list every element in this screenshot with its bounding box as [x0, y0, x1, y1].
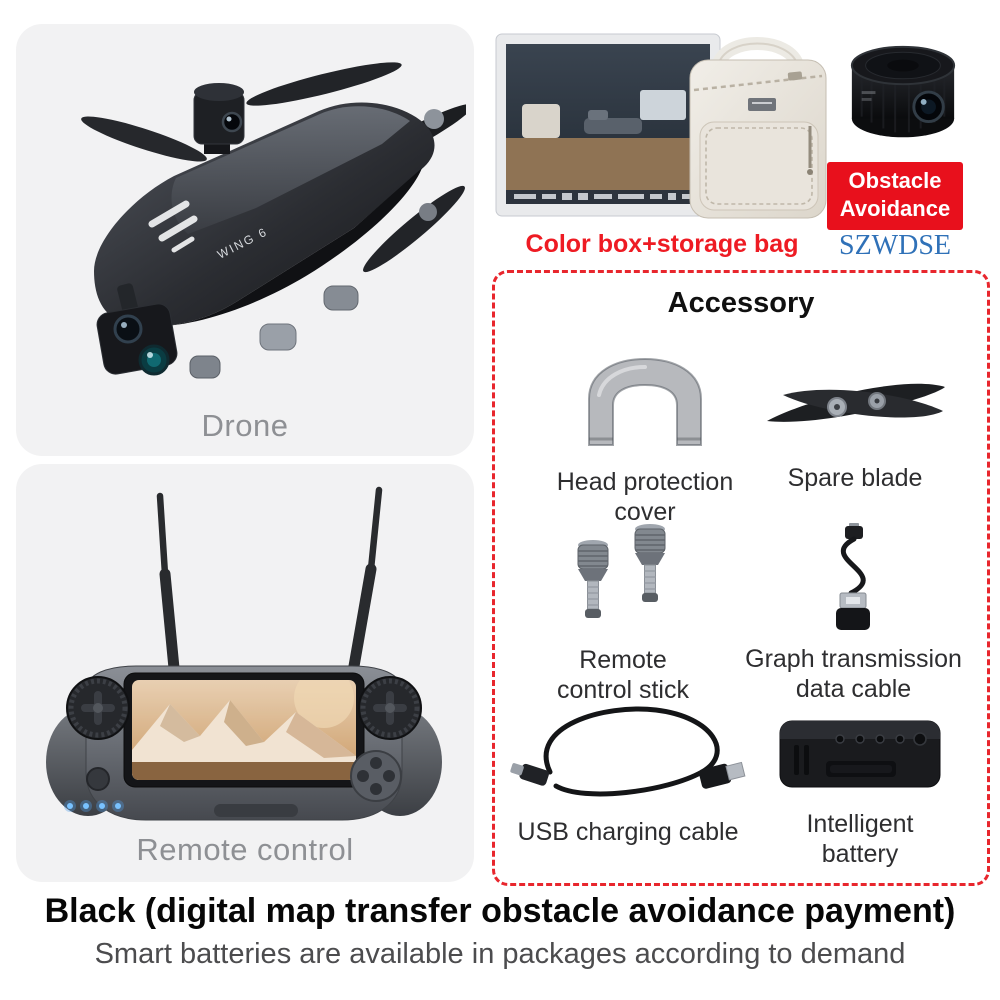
obstacle-avoidance-module-photo — [850, 45, 956, 138]
accessory-label: Head protection cover — [556, 468, 734, 526]
drone-photo: WING 6 — [81, 62, 466, 379]
accessory-item-battery: Intelligent battery — [760, 695, 960, 869]
remote-screen — [132, 680, 356, 780]
obstacle-avoidance-badge: Obstacle Avoidance — [827, 162, 963, 231]
accessory-item-spare-blade: Spare blade — [750, 359, 960, 494]
remote-control-caption: Remote control — [136, 832, 354, 867]
accessory-label: Spare blade — [787, 464, 923, 492]
accessory-label: Intelligent battery — [806, 810, 914, 868]
accessory-label: Graph transmission data cable — [745, 645, 962, 703]
spare-blade-image — [767, 383, 945, 422]
accessory-item-usb-cable: USB charging cable — [503, 698, 753, 848]
drone-panel: WING 6 Drone — [16, 24, 474, 456]
graph-transmission-cable-image — [835, 523, 870, 630]
accessory-item-head-cover: Head protection cover — [510, 343, 780, 527]
drone-caption: Drone — [201, 408, 289, 443]
variant-subtitle: Smart batteries are available in package… — [94, 938, 906, 970]
status-leds — [64, 800, 124, 812]
antenna — [156, 486, 383, 695]
accessory-label: USB charging cable — [517, 818, 739, 846]
color-box-image — [495, 33, 721, 217]
storage-bag-image — [689, 37, 827, 219]
package-caption: Color box+storage bag — [525, 230, 799, 258]
accessory-item-data-cable: Graph transmission data cable — [731, 523, 976, 704]
head-protection-cover-image — [588, 357, 702, 446]
remote-control-stick-image — [577, 524, 666, 618]
usb-charging-cable-image — [510, 706, 746, 797]
intelligent-battery-image — [779, 720, 941, 788]
accessory-title: Accessory — [667, 287, 815, 319]
right-joystick — [358, 676, 422, 740]
remote-control-panel: Remote control — [16, 464, 474, 882]
accessory-item-control-stick: Remote control stick — [533, 521, 713, 705]
variant-title: Black (digital map transfer obstacle avo… — [44, 892, 956, 930]
remote-control-photo — [46, 486, 442, 821]
left-joystick — [66, 676, 130, 740]
button-pad — [350, 750, 402, 802]
package-photo — [495, 33, 827, 219]
accessory-box: Accessory Head protection cover Spare bl… — [492, 270, 990, 886]
brand-text: SZWDSE — [839, 230, 951, 261]
accessory-label: Remote control stick — [557, 646, 689, 704]
